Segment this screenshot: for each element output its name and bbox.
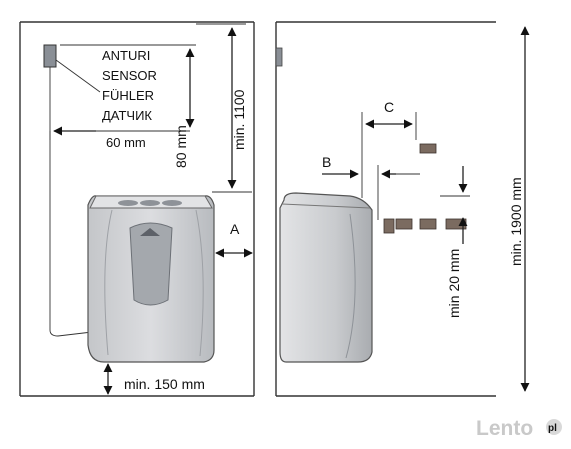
sensor-leader-line xyxy=(55,59,101,93)
dimension-c: C xyxy=(361,99,417,198)
heater-front-view xyxy=(87,195,215,363)
room-height-label: min. 1900 mm xyxy=(508,177,524,266)
marker-c-label: C xyxy=(384,99,394,115)
side-sensor xyxy=(275,47,283,67)
dimension-floor-gap: min. 150 mm xyxy=(103,363,205,395)
dimension-min-1100-label: min. 1100 xyxy=(231,89,247,150)
marker-b-label: B xyxy=(322,154,331,170)
watermark-brand: Lento xyxy=(476,417,533,440)
sensor-label-fuhler: FÜHLER xyxy=(102,88,154,103)
temperature-sensor xyxy=(43,44,93,337)
watermark-dot-icon xyxy=(546,419,562,435)
floor-gap-label: min. 150 mm xyxy=(124,376,205,392)
marker-a-label: A xyxy=(230,221,240,237)
watermark-tld: pl xyxy=(548,423,557,434)
dimension-60mm-label: 60 mm xyxy=(106,135,146,150)
sensor-label-block: ANTURI SENSOR FÜHLER ДАТЧИК xyxy=(102,48,157,123)
heater-side-view xyxy=(279,192,373,363)
right-room-walls xyxy=(275,21,496,397)
sensor-label-datchik: ДАТЧИК xyxy=(102,108,152,123)
min-20mm-label: min 20 mm xyxy=(446,249,462,318)
dimension-b: B xyxy=(322,154,420,220)
sensor-label-anturi: ANTURI xyxy=(102,48,150,63)
dimension-80mm-label: 80 mm xyxy=(173,125,189,168)
lento-watermark: Lento pl xyxy=(476,417,562,440)
dimension-a: A xyxy=(215,221,253,258)
stone-blocks xyxy=(383,143,467,234)
dimension-min-1900mm: min. 1900 mm xyxy=(508,26,530,392)
dimension-60mm: 60 mm xyxy=(49,126,190,150)
dimension-80mm: 80 mm xyxy=(60,44,196,168)
dimension-min-20mm: min 20 mm xyxy=(440,166,470,318)
sensor-label-sensor: SENSOR xyxy=(102,68,157,83)
left-room-walls xyxy=(19,21,255,397)
dimension-min-1100: min. 1100 xyxy=(196,23,252,193)
